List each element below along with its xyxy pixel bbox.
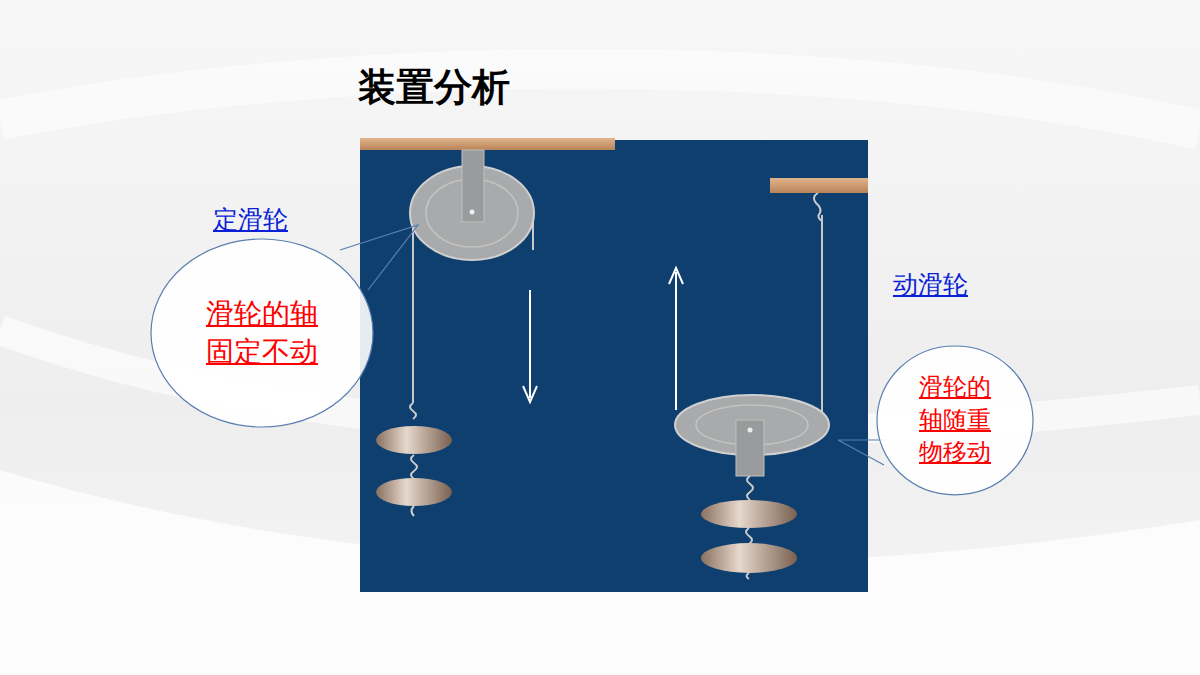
bubble-text-group: 滑轮的 轴随重 物移动 (915, 371, 994, 468)
pulley-type-label: 定滑轮 (213, 203, 288, 236)
ceiling-beam (360, 138, 615, 150)
fixed-pulley (376, 150, 534, 516)
motion-arrow (669, 268, 683, 410)
pulley-type-label: 动滑轮 (893, 268, 968, 301)
motion-arrow (523, 290, 537, 402)
bubble-text-group: 滑轮的轴 固定不动 (202, 295, 322, 371)
callout-bubble: 滑轮的轴 固定不动 (150, 238, 374, 428)
ceiling-beam (770, 178, 868, 193)
movable-pulley (675, 193, 829, 579)
callout-text: 滑轮的轴 固定不动 (202, 295, 322, 371)
callout-bubble: 滑轮的 轴随重 物移动 (876, 345, 1034, 496)
slide-title: 装置分析 (358, 62, 510, 113)
callout-text: 滑轮的 轴随重 物移动 (915, 371, 994, 468)
bubble-outline (150, 238, 374, 428)
dark-panel (360, 140, 868, 592)
